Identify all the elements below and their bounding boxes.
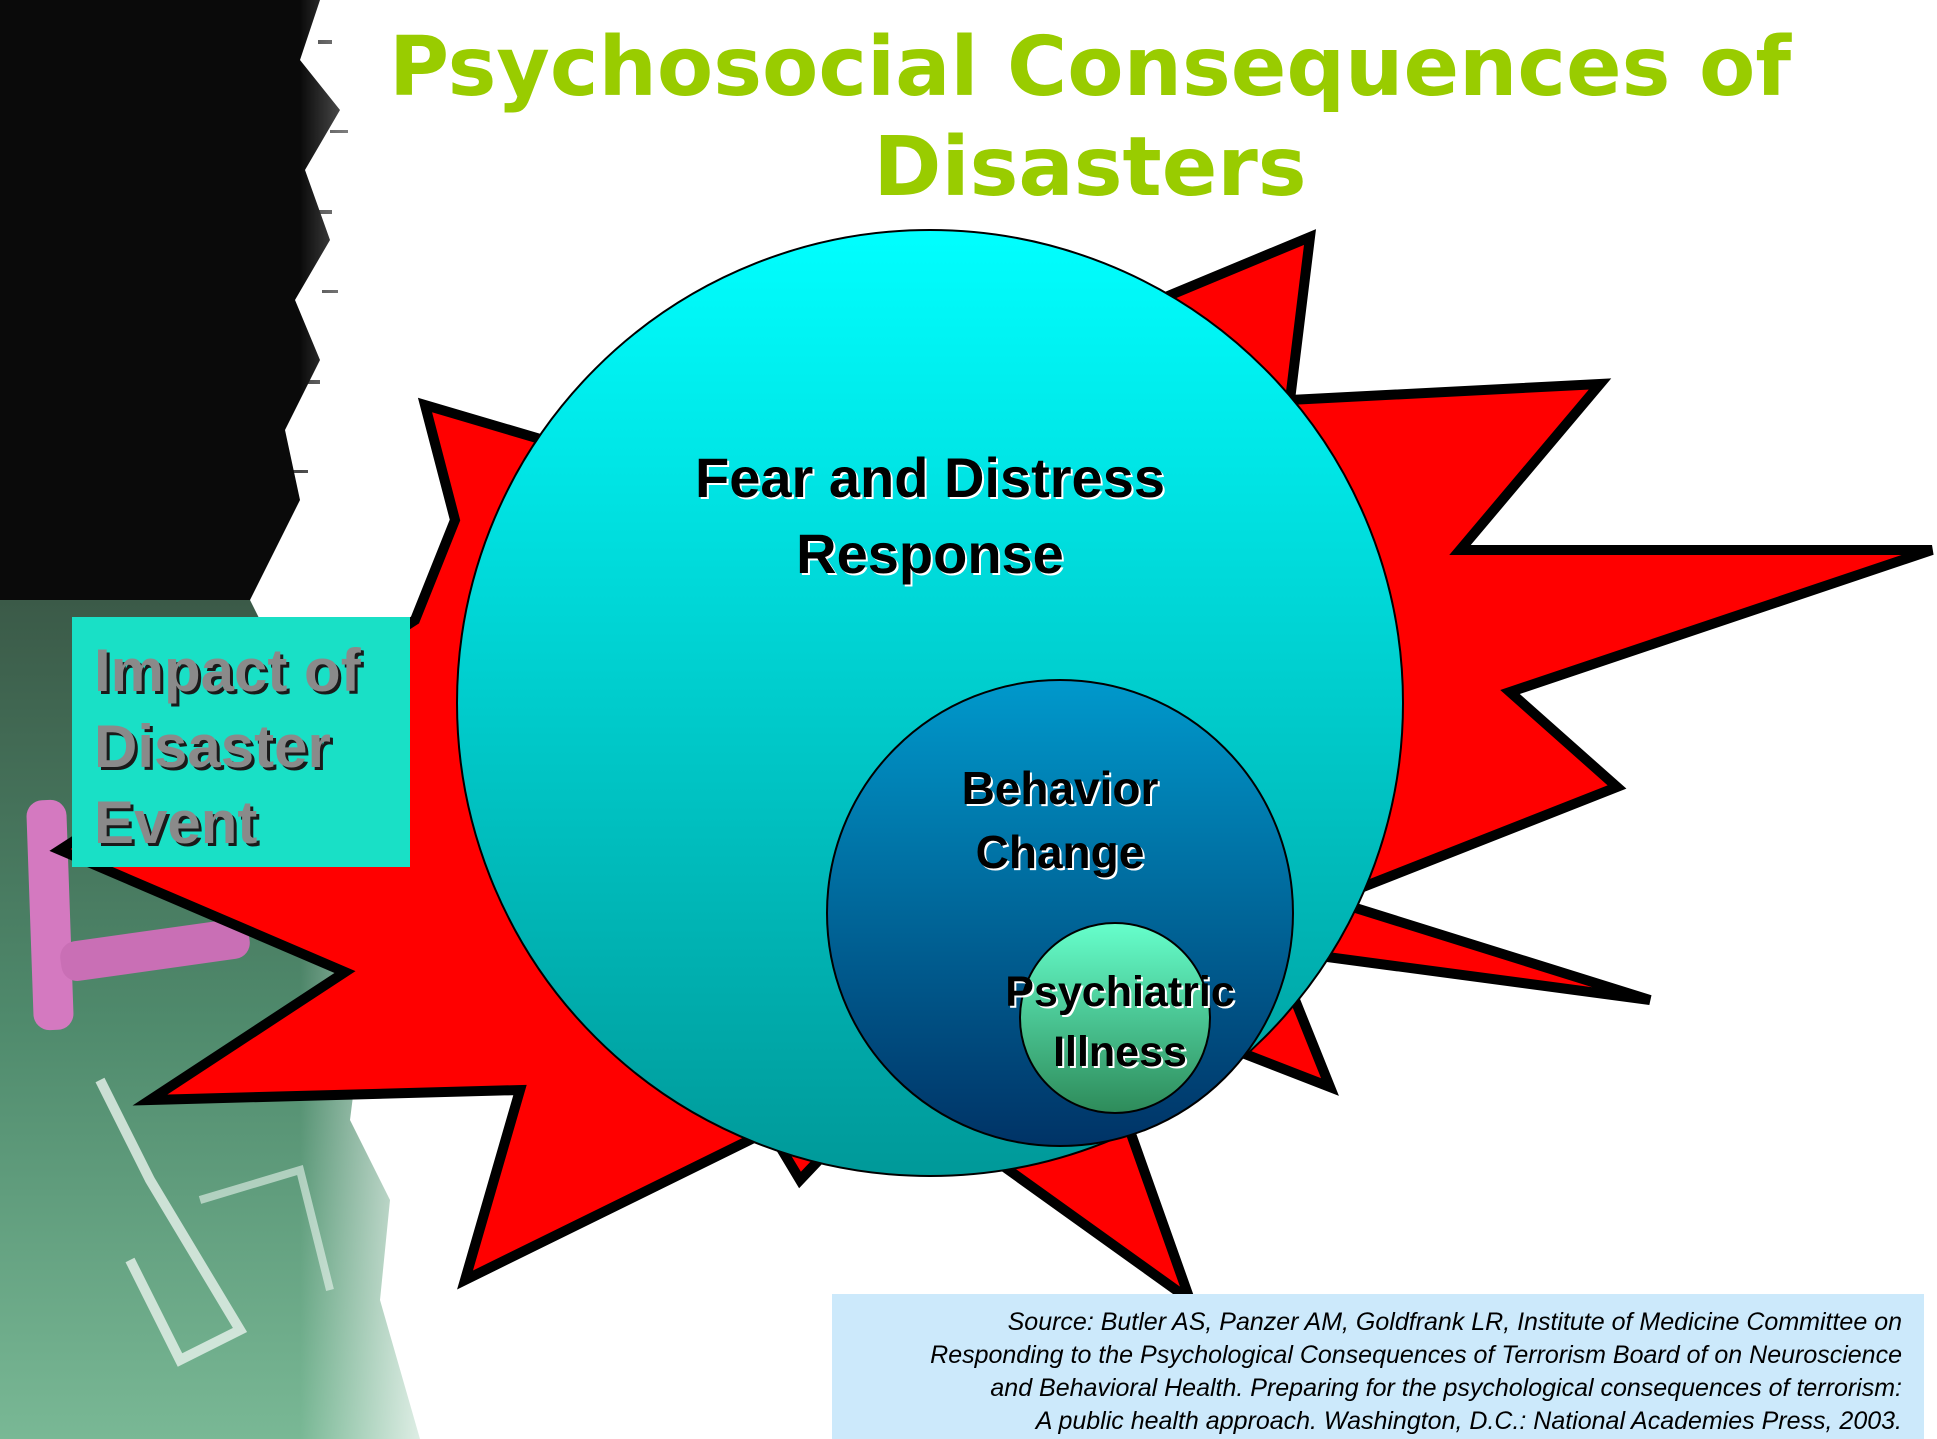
impact-line-2: Disaster (94, 713, 331, 780)
impact-line-1: Impact of (94, 637, 361, 704)
behavior-change-label: Behavior Change (880, 756, 1240, 884)
behavior-line-2: Change (975, 826, 1145, 878)
title-line-1: Psychosocial Consequences of (388, 20, 1792, 115)
fear-line-1: Fear and Distress (695, 446, 1165, 509)
impact-line-3: Event (94, 789, 258, 856)
source-line-1: Source: Butler AS, Panzer AM, Goldfrank … (1007, 1308, 1902, 1336)
source-line-2: Responding to the Psychological Conseque… (930, 1341, 1902, 1369)
title-line-2: Disasters (873, 120, 1307, 215)
slide-title: Psychosocial Consequences of Disasters (380, 18, 1800, 218)
psych-line-2: Illness (1053, 1028, 1187, 1076)
fear-line-2: Response (796, 522, 1064, 585)
behavior-line-1: Behavior (961, 762, 1159, 814)
source-line-3: and Behavioral Health. Preparing for the… (990, 1374, 1902, 1402)
source-line-4: A public health approach. Washington, D.… (1035, 1407, 1902, 1435)
psych-line-1: Psychiatric (1005, 968, 1235, 1016)
psychiatric-illness-circle (1019, 922, 1211, 1114)
psychiatric-illness-label: Psychiatric Illness (940, 962, 1300, 1082)
impact-of-disaster-box: Impact of Disaster Event (72, 617, 410, 867)
source-citation: Source: Butler AS, Panzer AM, Goldfrank … (832, 1294, 1924, 1439)
fear-distress-label: Fear and Distress Response (560, 440, 1300, 592)
